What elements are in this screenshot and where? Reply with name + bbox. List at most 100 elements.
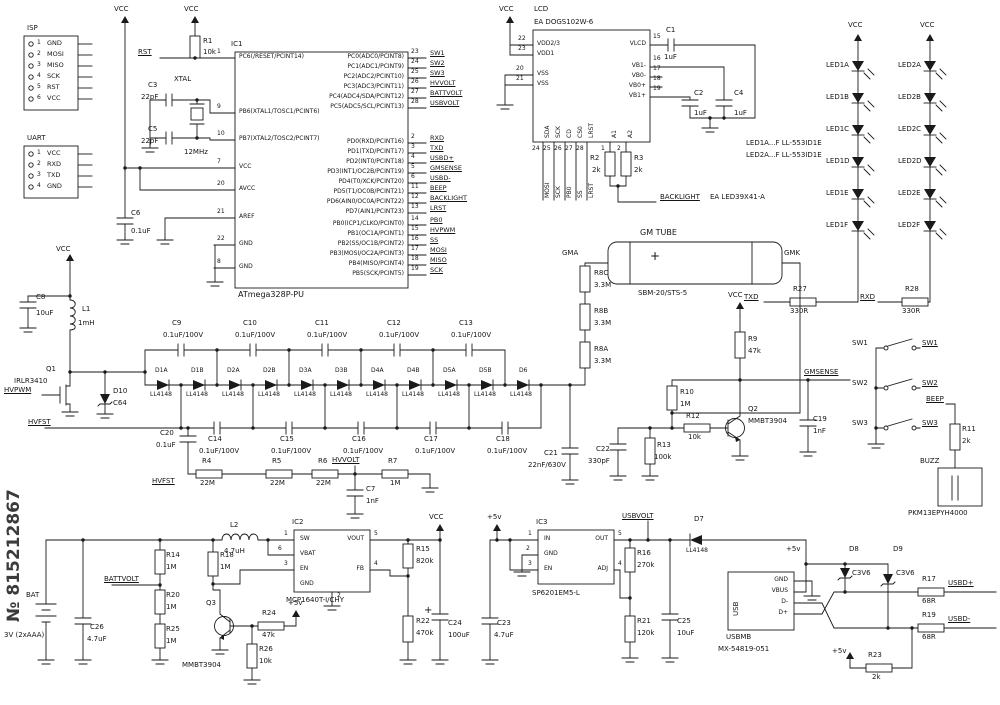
wires-usb	[481, 520, 997, 669]
diode	[301, 380, 313, 390]
wires-boost	[35, 537, 449, 679]
junction-dot	[438, 538, 442, 542]
junction-dot	[158, 583, 162, 587]
gnd-symbol	[621, 655, 639, 663]
pin-circle	[28, 96, 34, 102]
gnd-symbol	[803, 593, 821, 601]
gnd-symbol	[19, 325, 37, 333]
junction-dot	[503, 383, 507, 387]
led-arrows	[935, 132, 947, 144]
led-arrows	[935, 100, 947, 112]
pin-circle	[28, 184, 34, 190]
junction-dot	[251, 383, 255, 387]
gnd-symbol	[496, 102, 514, 110]
pin-circle	[28, 41, 34, 47]
crystal	[190, 107, 204, 121]
switch-contact	[911, 425, 917, 431]
junction-dot	[708, 116, 712, 120]
gnd-symbol	[156, 237, 174, 245]
junction-dot	[179, 426, 183, 430]
resistor	[154, 623, 166, 649]
resistor	[734, 331, 746, 359]
junction-dot	[193, 56, 197, 60]
resistor	[666, 385, 678, 411]
junction-dot	[406, 538, 410, 542]
led-arrows	[935, 228, 947, 240]
junction-dot	[431, 348, 435, 352]
resistor	[579, 341, 591, 369]
gnd-symbol	[151, 657, 169, 665]
junction-dot	[738, 378, 742, 382]
zener-d10	[100, 394, 110, 404]
junction-dot	[287, 348, 291, 352]
resistor	[402, 615, 414, 643]
gnd-symbol	[211, 647, 229, 655]
gnd-symbol	[701, 125, 719, 133]
resistor	[949, 423, 961, 451]
resistor	[604, 151, 616, 177]
generated-graphics	[19, 15, 961, 685]
resistor	[207, 551, 219, 577]
gnd-symbol	[799, 449, 817, 457]
led	[924, 157, 936, 167]
junction-dot	[628, 538, 632, 542]
gnd-symbol	[661, 655, 679, 663]
resistor	[265, 469, 293, 479]
resistor	[257, 621, 285, 631]
junction-dot	[359, 348, 363, 352]
junction-dot	[323, 383, 327, 387]
gnd-symbol	[867, 441, 885, 449]
pin-circle	[28, 162, 34, 168]
diode	[265, 380, 277, 390]
junction-dot	[910, 626, 914, 630]
pin-circle	[28, 74, 34, 80]
resistor	[154, 589, 166, 615]
junction-dot	[123, 166, 127, 170]
zener-d8	[840, 568, 850, 578]
isp-connector	[23, 35, 79, 111]
diode	[193, 380, 205, 390]
wires-lcd	[504, 29, 756, 203]
junction-dot	[215, 348, 219, 352]
junction-dot	[670, 426, 674, 430]
wires-mcu	[116, 29, 236, 281]
junction-dot	[143, 370, 147, 374]
pin-circle	[28, 173, 34, 179]
junction-dot	[843, 562, 847, 566]
junction-dot	[68, 294, 72, 298]
junction-dot	[81, 538, 85, 542]
gnd-symbol	[61, 409, 79, 417]
gnd-symbol	[37, 657, 55, 665]
junction-dot	[103, 370, 107, 374]
gnd-symbol	[74, 657, 92, 665]
resistor	[381, 469, 409, 479]
junction-dot	[68, 370, 72, 374]
resistor	[620, 151, 632, 177]
junction-dot	[495, 538, 499, 542]
resistor	[624, 615, 636, 643]
pin-circle	[28, 52, 34, 58]
junction-dot	[323, 426, 327, 430]
resistor	[154, 549, 166, 575]
led-arrows	[863, 132, 875, 144]
gnd-symbol	[513, 569, 531, 577]
junction-dot	[508, 538, 512, 542]
power-arrow	[435, 523, 445, 539]
junction-dot	[568, 383, 572, 387]
switch-contact	[911, 345, 917, 351]
junction-dot	[211, 538, 215, 542]
led-arrows	[863, 164, 875, 176]
junction-dot	[266, 538, 270, 542]
switch-contact	[883, 345, 889, 351]
resistor	[311, 469, 339, 479]
junction-dot	[886, 626, 890, 630]
pin-circle	[28, 63, 34, 69]
resistor	[189, 35, 201, 59]
junction-dot	[138, 166, 142, 170]
led	[852, 157, 864, 167]
q3-emitter-arrow	[220, 635, 224, 640]
switch-lever	[887, 338, 913, 347]
junction-dot	[395, 426, 399, 430]
ic3-body	[537, 529, 615, 585]
resistor	[917, 623, 945, 633]
